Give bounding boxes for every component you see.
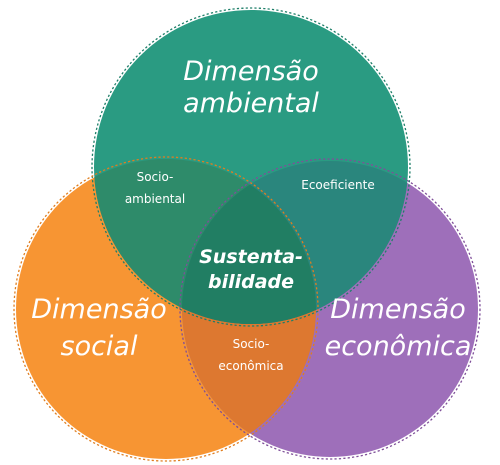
center-label-line2: bilidade xyxy=(208,271,294,293)
outline-social xyxy=(13,156,319,462)
outline-ambiental xyxy=(91,7,411,327)
overlap-ambiental-social-label-line1: Socio- xyxy=(137,170,174,184)
social-title-line1: Dimensão xyxy=(31,294,166,325)
economica-title-line2: econômica xyxy=(325,331,472,362)
overlap-center xyxy=(182,161,316,324)
social-title-line2: social xyxy=(61,331,138,362)
ambiental-title-line2: ambiental xyxy=(183,88,319,119)
overlap-ambiental-social-label-line2: ambiental xyxy=(125,192,185,206)
center-label-line1: Sustenta- xyxy=(199,246,303,268)
outline-economica xyxy=(179,158,481,460)
overlap-social-economica-label-line2: econômica xyxy=(218,359,283,373)
overlap-ambiental-economica-label: Ecoeficiente xyxy=(301,178,374,192)
ambiental-title-line1: Dimensão xyxy=(183,56,318,87)
overlap-social-economica-label-line1: Socio- xyxy=(233,337,270,351)
economica-title-line1: Dimensão xyxy=(330,294,465,325)
